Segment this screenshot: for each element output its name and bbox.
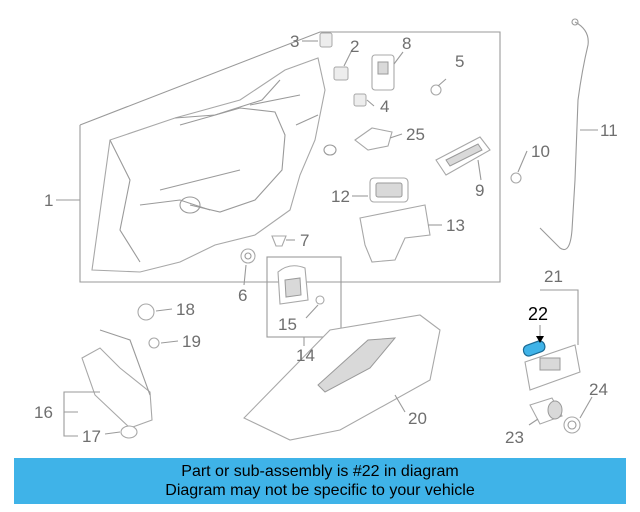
callout-19: 19 bbox=[182, 332, 201, 351]
parts-diagram: 1 3 2 8 5 4 25 11 10 9 12 13 7 6 15 14 1… bbox=[34, 18, 618, 447]
callout-16: 16 bbox=[34, 403, 53, 422]
grommet-part-18 bbox=[137, 303, 155, 321]
callout-labels: 1 3 2 8 5 4 25 11 10 9 12 13 7 6 15 14 1… bbox=[34, 32, 618, 447]
info-banner: Part or sub-assembly is #22 in diagram D… bbox=[14, 458, 626, 504]
trim-part-13 bbox=[359, 204, 431, 263]
callout-4: 4 bbox=[380, 97, 389, 116]
callout-11: 11 bbox=[600, 121, 618, 140]
cap-part-24 bbox=[563, 416, 581, 434]
callout-9: 9 bbox=[475, 181, 484, 200]
callout-18: 18 bbox=[176, 300, 195, 319]
callout-25: 25 bbox=[406, 125, 425, 144]
banner-line-1: Part or sub-assembly is #22 in diagram bbox=[181, 463, 459, 480]
callout-10: 10 bbox=[531, 142, 550, 161]
callout-2: 2 bbox=[350, 37, 359, 56]
handle-part-9 bbox=[435, 136, 491, 176]
push-pin-part-7 bbox=[271, 235, 287, 247]
callout-22-highlighted: 22 bbox=[528, 304, 548, 324]
callout-8: 8 bbox=[402, 34, 411, 53]
screw-part-5 bbox=[430, 84, 442, 96]
nut-part-6 bbox=[240, 248, 256, 264]
callout-5: 5 bbox=[455, 52, 464, 71]
bolt-part-19 bbox=[148, 337, 160, 349]
callout-21: 21 bbox=[544, 267, 563, 286]
nut-part-17 bbox=[120, 425, 138, 439]
callout-20: 20 bbox=[408, 409, 427, 428]
callout-7: 7 bbox=[300, 231, 309, 250]
callout-17: 17 bbox=[82, 427, 101, 446]
bulb-part-22-highlighted bbox=[522, 340, 546, 357]
leader-lines bbox=[56, 40, 598, 437]
callout-12: 12 bbox=[331, 187, 350, 206]
quarter-trim-panel bbox=[91, 57, 337, 273]
callout-14: 14 bbox=[296, 346, 315, 365]
callout-6: 6 bbox=[238, 286, 247, 305]
callout-1: 1 bbox=[44, 191, 53, 210]
latch-part-8 bbox=[371, 54, 395, 91]
lamp-part-12 bbox=[369, 177, 409, 203]
callout-3: 3 bbox=[290, 32, 299, 51]
cable-part-11 bbox=[539, 18, 589, 251]
callout-15: 15 bbox=[278, 315, 297, 334]
screw-part-10 bbox=[510, 172, 522, 184]
sill-plate-part-20 bbox=[243, 314, 441, 441]
clip-part-3 bbox=[319, 32, 333, 48]
clip-part-2 bbox=[333, 66, 349, 81]
socket-part-23 bbox=[529, 397, 563, 425]
clip-part-4 bbox=[353, 93, 367, 107]
part-21-bracket-lines bbox=[540, 289, 579, 345]
callout-23: 23 bbox=[505, 428, 524, 447]
callout-24: 24 bbox=[589, 380, 608, 399]
panel-bracket-box bbox=[79, 31, 501, 283]
socket-assembly-part-21 bbox=[524, 344, 581, 391]
banner-line-2: Diagram may not be specific to your vehi… bbox=[165, 482, 475, 499]
cover-part-25 bbox=[354, 127, 393, 151]
callout-13: 13 bbox=[446, 216, 465, 235]
bracket-part-16 bbox=[81, 329, 153, 429]
